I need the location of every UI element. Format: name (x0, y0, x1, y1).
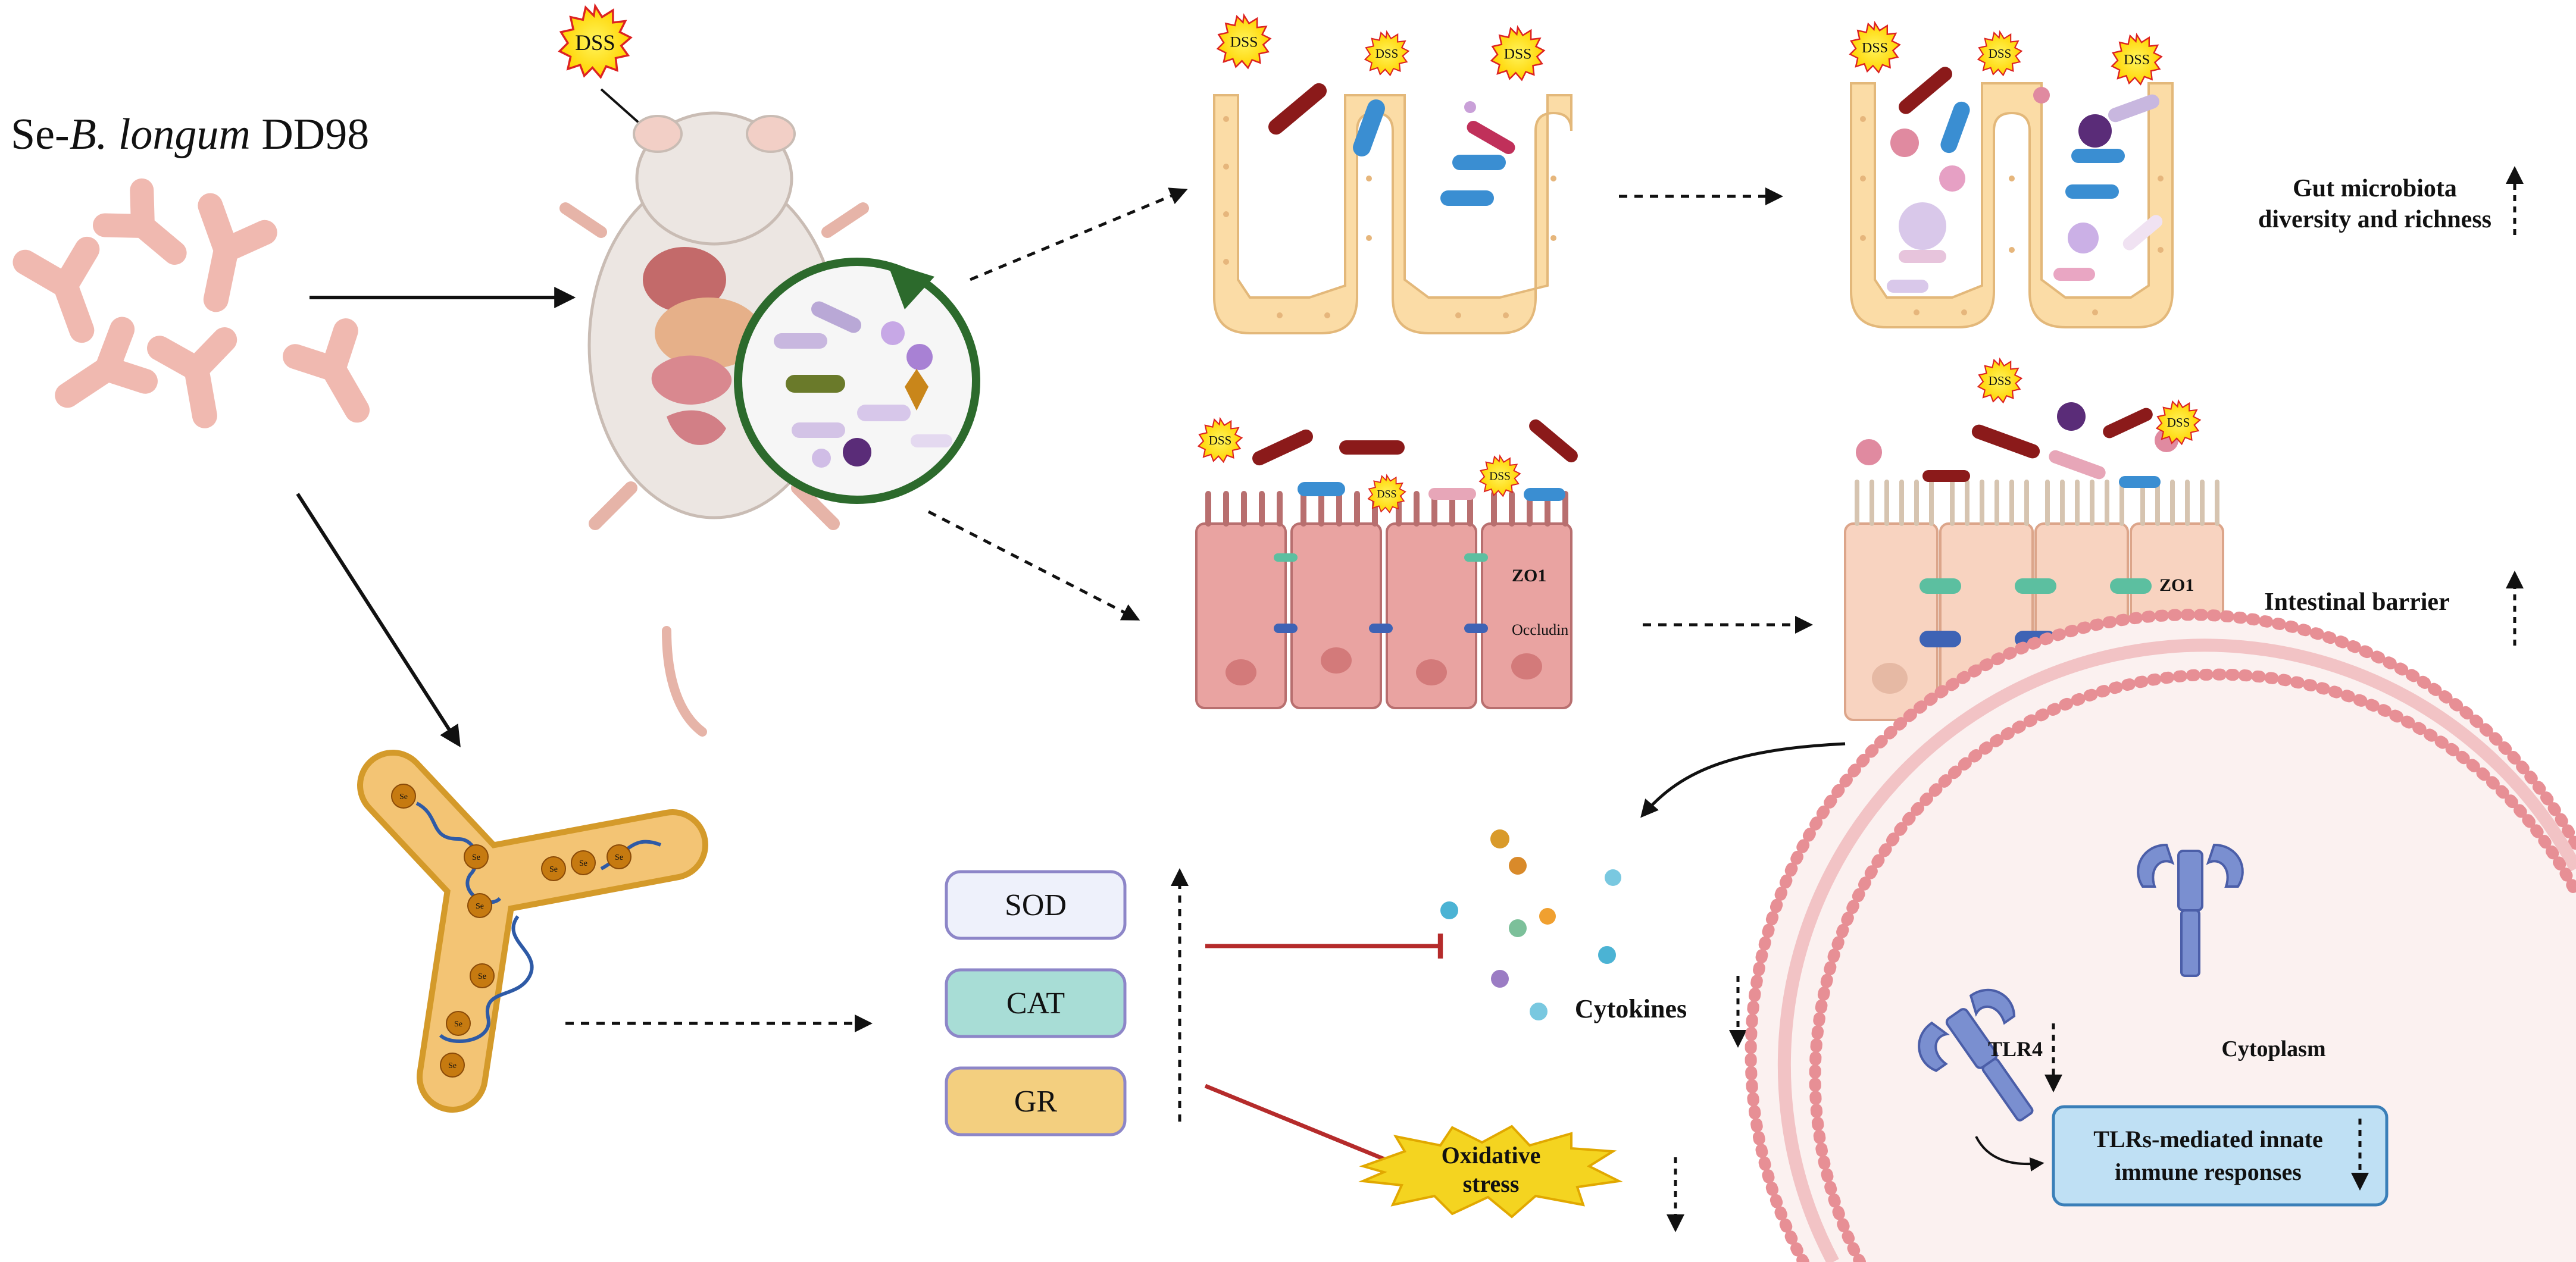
dss-epi-3: DSS (1479, 455, 1521, 497)
tlr4-receptor-left-icon (1918, 988, 2034, 1122)
cytoplasm-label: Cytoplasm (2221, 1036, 2325, 1061)
dss-epi-2: DSS (1367, 474, 1406, 513)
zo1-label-treated: ZO1 (2159, 575, 2194, 595)
dss-epi-treated-1: DSS (1977, 358, 2022, 403)
svg-text:DSS: DSS (1377, 488, 1396, 500)
svg-text:DSS: DSS (1989, 46, 2012, 61)
svg-text:Se: Se (472, 853, 480, 862)
svg-text:Se: Se (399, 793, 408, 801)
dss-healthy-mid: DSS (1977, 31, 2022, 76)
dss-epi-1: DSS (1198, 418, 1243, 463)
dss-healthy-left: DSS (1849, 22, 1900, 73)
svg-text:DSS: DSS (575, 30, 615, 55)
arrow-tlr4-to-response (1975, 1136, 2044, 1172)
cell-membrane (1745, 608, 2576, 1262)
svg-text:TLRs-mediated innate: TLRs-mediated innate (2093, 1126, 2323, 1153)
occludin-label-dss: Occludin (1512, 621, 1568, 638)
microbiota-outcome-line2: diversity and richness (2258, 206, 2491, 233)
svg-text:Se: Se (448, 1061, 457, 1070)
svg-text:DSS: DSS (1209, 433, 1232, 447)
dss-villi-right: DSS (1490, 26, 1545, 81)
dss-epi-treated-2: DSS (2156, 400, 2201, 445)
dss-villi-mid: DSS (1364, 31, 1409, 76)
svg-text:Se: Se (615, 853, 623, 862)
dss-healthy-right: DSS (2111, 34, 2162, 85)
oxidative-line1: Oxidative (1442, 1142, 1541, 1169)
cytokine-dots (1440, 829, 1621, 1020)
svg-text:DSS: DSS (1375, 46, 1399, 61)
enzyme-sod: SOD (945, 870, 1127, 940)
svg-text:Se: Se (579, 859, 587, 868)
barrier-outcome: Intestinal barrier (2264, 588, 2449, 616)
svg-text:DSS: DSS (2124, 52, 2150, 68)
microbiota-outcome-line1: Gut microbiota (2293, 175, 2457, 202)
svg-text:immune responses: immune responses (2115, 1158, 2302, 1185)
svg-text:Se: Se (549, 865, 558, 874)
svg-text:Se: Se (478, 972, 486, 981)
enzyme-cat: CAT (945, 968, 1127, 1038)
arrow-to-se-bacterium (296, 493, 461, 748)
zo1-label-dss: ZO1 (1512, 566, 1546, 585)
villi-treated (1850, 67, 2174, 328)
svg-text:DSS: DSS (2167, 415, 2190, 430)
arrow-epi-to-cytokines (1640, 742, 1846, 818)
oxidative-stress-burst (1358, 1125, 1623, 1219)
svg-text:Se: Se (476, 902, 484, 911)
dss-mouse-star: DSS (558, 5, 632, 79)
svg-text:GR: GR (1014, 1085, 1058, 1119)
title: Se-B. longum DD98 (11, 110, 369, 159)
tlr4-receptor-top-icon (2137, 843, 2244, 977)
cytokines-label: Cytokines (1575, 994, 1687, 1023)
svg-text:DSS: DSS (1989, 374, 2012, 388)
immune-response-box: TLRs-mediated innate immune responses (2052, 1105, 2389, 1207)
svg-text:DSS: DSS (1230, 33, 1258, 51)
bifidobacteria-cluster-icon (12, 178, 370, 428)
dss-villi-left: DSS (1217, 14, 1271, 69)
villi-dss (1213, 83, 1573, 334)
svg-text:DSS: DSS (1862, 40, 1888, 56)
svg-text:Se: Se (454, 1020, 462, 1029)
arrow-mouse-to-epithelium (927, 510, 1140, 621)
enzyme-gr: GR (945, 1066, 1127, 1136)
microbiota-magnifier (734, 258, 980, 504)
oxidative-line2: stress (1463, 1170, 1520, 1197)
svg-text:DSS: DSS (1489, 471, 1511, 483)
svg-text:SOD: SOD (1005, 888, 1067, 922)
svg-text:DSS: DSS (1504, 45, 1532, 62)
tlr4-label: TLR4 (1988, 1037, 2043, 1061)
inhibit-oxidative (1204, 1083, 1409, 1179)
svg-text:CAT: CAT (1006, 987, 1065, 1020)
arrow-mouse-to-villi (970, 187, 1188, 281)
epithelium-dss (1195, 419, 1578, 709)
